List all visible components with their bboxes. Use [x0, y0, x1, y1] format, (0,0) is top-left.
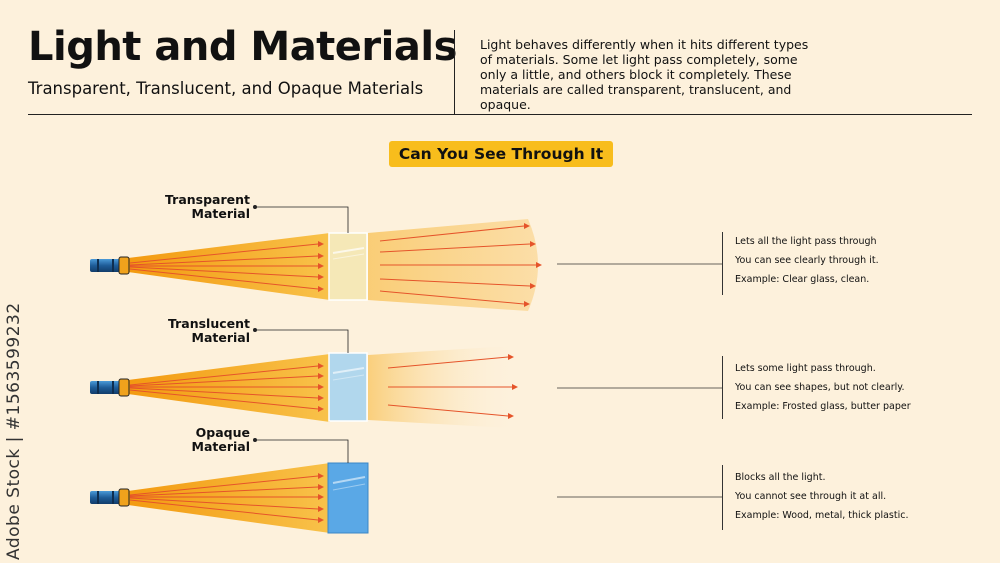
translucent-label-line2: Material — [191, 330, 251, 345]
translucent-arrowheads — [318, 354, 518, 419]
flashlight-icon — [90, 378, 130, 397]
translucent-description: Lets some light pass through. You can se… — [735, 363, 911, 413]
translucent-desc-divider — [722, 356, 723, 419]
leader-dots — [253, 205, 257, 442]
opaque-arrowheads — [318, 473, 324, 523]
translucent-pane — [328, 352, 368, 422]
flashlight-icon — [90, 488, 130, 507]
stock-watermark: Adobe Stock | #1563599232 — [4, 302, 24, 560]
translucent-beam-incoming — [128, 354, 330, 422]
translucent-label: Translucent Material — [150, 317, 250, 345]
page-subtitle: Transparent, Translucent, and Opaque Mat… — [28, 79, 424, 98]
transparent-rays — [129, 225, 536, 305]
opaque-label-line2: Material — [191, 439, 251, 454]
opaque-row — [90, 462, 369, 534]
transparent-arrowheads — [318, 223, 542, 307]
transparent-description: Lets all the light pass through You can … — [735, 236, 879, 286]
opaque-desc-line: You cannot see through it at all. — [735, 491, 887, 502]
opaque-pane — [327, 462, 369, 534]
transparent-desc-divider — [722, 232, 723, 295]
intro-text: Light behaves differently when it hits d… — [480, 37, 809, 112]
translucent-rays — [129, 356, 512, 417]
opaque-label: Opaque Material — [150, 425, 251, 454]
opaque-desc-line: Example: Wood, metal, thick plastic. — [735, 510, 909, 521]
opaque-label-line1: Opaque — [195, 425, 250, 440]
header-divider-horizontal — [28, 114, 972, 115]
flashlight-icon — [90, 256, 130, 275]
transparent-pane — [328, 232, 368, 301]
transparent-desc-line: Example: Clear glass, clean. — [735, 274, 870, 285]
opaque-description: Blocks all the light. You cannot see thr… — [735, 472, 908, 522]
opaque-beam-incoming — [128, 463, 330, 533]
translucent-desc-line: You can see shapes, but not clearly. — [735, 382, 905, 393]
translucent-label-line1: Translucent — [167, 316, 250, 331]
transparent-label-line2: Material — [191, 206, 251, 221]
translucent-desc-line: Lets some light pass through. — [735, 363, 876, 374]
page-title: Light and Materials — [28, 24, 457, 70]
transparent-row — [90, 219, 542, 311]
opaque-desc-divider — [722, 465, 723, 530]
transparent-label: Transparent Material — [150, 193, 250, 221]
transparent-desc-line: Lets all the light pass through — [735, 236, 877, 247]
transparent-label-line1: Transparent — [165, 192, 250, 207]
translucent-desc-line: Example: Frosted glass, butter paper — [735, 401, 911, 412]
header-divider-vertical — [454, 30, 455, 114]
label-leaders — [255, 206, 349, 463]
transparent-desc-line: You can see clearly through it. — [735, 255, 879, 266]
description-connectors — [557, 263, 722, 498]
opaque-desc-line: Blocks all the light. — [735, 472, 826, 483]
opaque-rays — [129, 475, 319, 521]
section-badge: Can You See Through It — [389, 141, 613, 167]
translucent-row — [90, 346, 519, 428]
